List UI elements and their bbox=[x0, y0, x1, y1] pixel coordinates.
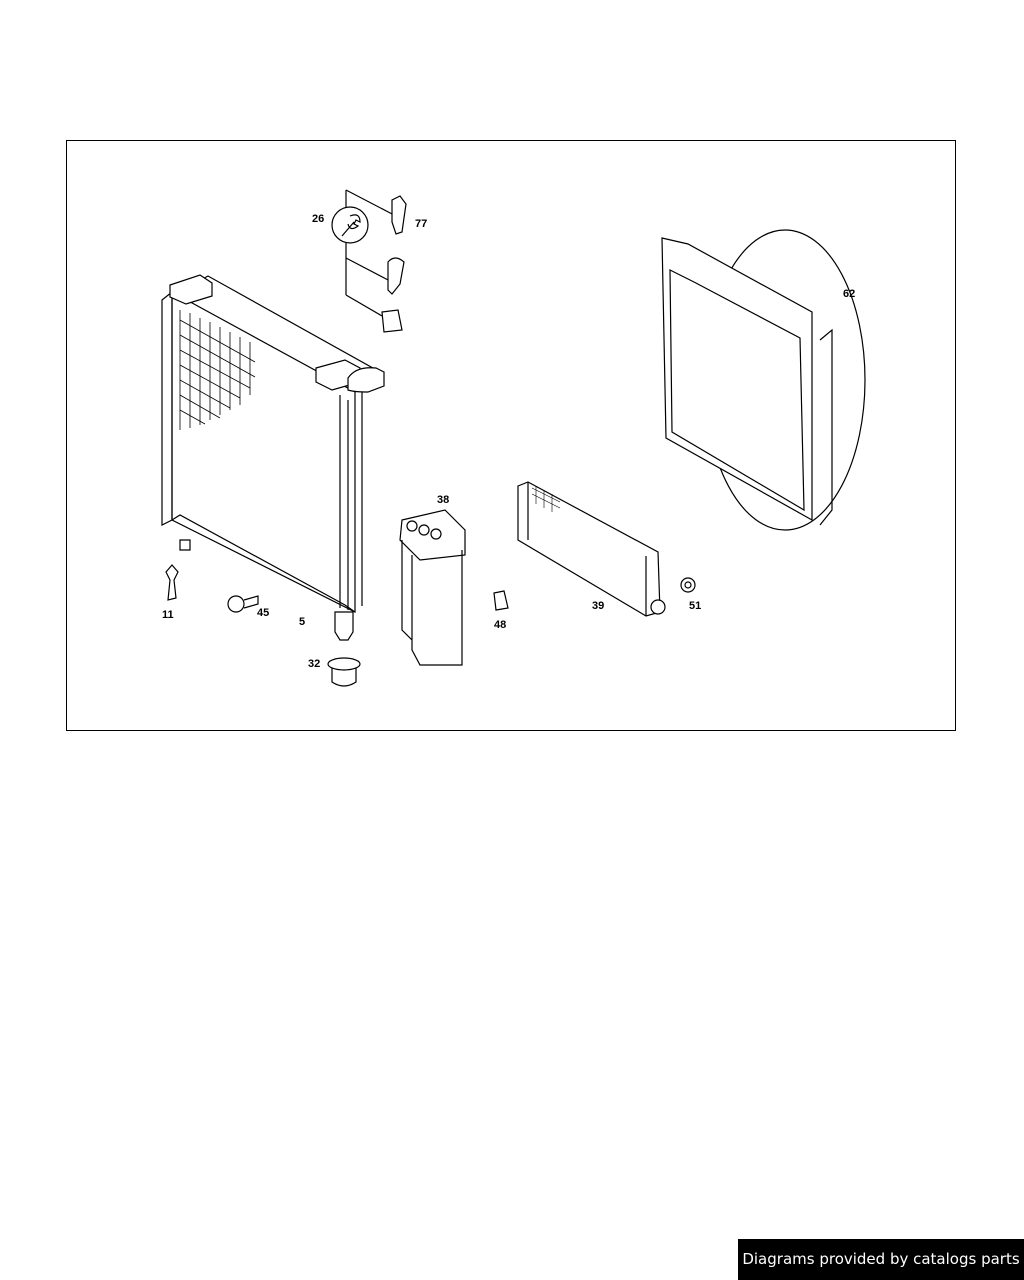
callout-11[interactable]: 11 bbox=[162, 609, 174, 621]
oil-cooler-drawing bbox=[517, 481, 666, 617]
callout-5[interactable]: 5 bbox=[299, 616, 306, 628]
diagram-frame bbox=[66, 140, 956, 731]
callout-48[interactable]: 48 bbox=[494, 619, 507, 631]
callout-77[interactable]: 77 bbox=[415, 218, 428, 230]
attribution-banner: Diagrams provided by catalogs parts bbox=[738, 1239, 1024, 1280]
callout-62[interactable]: 62 bbox=[843, 288, 856, 300]
small-parts-drawing bbox=[165, 564, 696, 687]
callout-39[interactable]: 39 bbox=[592, 600, 605, 612]
callout-32[interactable]: 32 bbox=[308, 658, 321, 670]
aux-cooler-drawing bbox=[399, 509, 466, 666]
callout-26[interactable]: 26 bbox=[312, 213, 325, 225]
service-symbol-drawing bbox=[331, 189, 407, 333]
callout-51[interactable]: 51 bbox=[689, 600, 702, 612]
callout-45[interactable]: 45 bbox=[257, 607, 270, 619]
radiator-drawing bbox=[161, 274, 385, 641]
fan-shroud-drawing bbox=[661, 229, 866, 531]
callout-38[interactable]: 38 bbox=[437, 494, 450, 506]
